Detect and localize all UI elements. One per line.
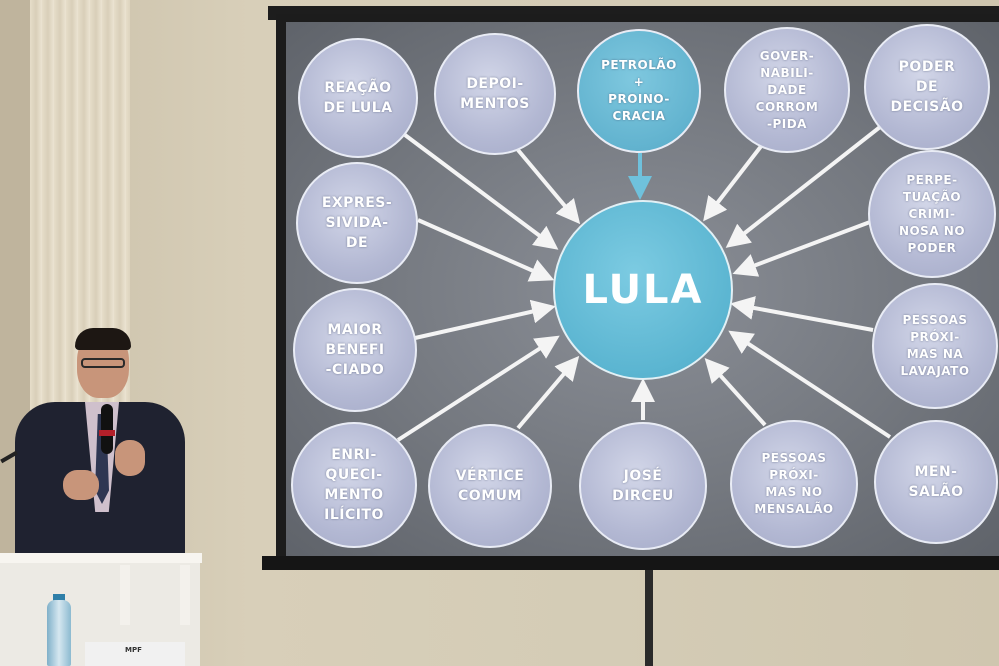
nameplate-label: MPF [125,646,142,654]
node-maior: MAIOR BENEFI -CIADO [293,288,417,412]
podium-leg [120,565,130,625]
node-label: PETROLÃO + PROINO- CRACIA [601,58,677,123]
screen-stand [645,570,653,666]
node-label: VÉRTICE COMUM [455,468,525,504]
speaker [15,328,190,570]
node-mensalao: MEN- SALÃO [874,420,998,544]
projector-screen-bottom-bar [262,556,999,570]
node-pessoas-lavajato: PESSOAS PRÓXI- MAS NA LAVAJATO [872,283,998,409]
node-label: GOVER- NABILI- DADE CORROM -PIDA [755,48,819,131]
node-label: ENRI- QUECI- MENTO ILÍCITO [324,447,384,523]
arrow-perpetuacao [732,220,871,277]
nameplate: MPF [85,642,185,666]
node-pessoas-mensalao: PESSOAS PRÓXI- MAS NO MENSALÃO [730,420,858,548]
node-label: PESSOAS PRÓXI- MAS NA LAVAJATO [900,313,970,378]
arrow-pessoas-lavajato [730,296,874,332]
arrow-enriquecimento [396,335,560,442]
center-label: LULA [582,267,704,313]
speaker-glasses [81,358,125,368]
node-perpetuacao: PERPE- TUAÇÃO CRIMI- NOSA NO PODER [868,150,996,278]
water-bottle [47,600,71,666]
arrow-expressividade [417,218,555,282]
node-depoimentos: DEPOI- MENTOS [434,33,556,155]
node-label: MEN- SALÃO [908,464,964,500]
node-label: MAIOR BENEFI -CIADO [325,322,385,378]
podium-leg [180,565,190,625]
node-label: PERPE- TUAÇÃO CRIMI- NOSA NO PODER [898,172,966,255]
node-enriquecimento: ENRI- QUECI- MENTO ILÍCITO [291,422,417,548]
node-vertice: VÉRTICE COMUM [428,424,552,548]
node-reacao: REAÇÃO DE LULA [298,38,418,158]
speaker-hair [75,328,131,350]
node-label: PODER DE DECISÃO [890,59,964,115]
bottle-cap [53,594,65,604]
podium-top [0,553,202,563]
speaker-hand-left [63,470,99,500]
node-label: PESSOAS PRÓXI- MAS NO MENSALÃO [754,451,834,516]
arrow-maior [414,299,556,340]
node-label: DEPOI- MENTOS [460,76,530,112]
handheld-microphone [101,404,113,454]
node-poder: PODER DE DECISÃO [864,24,990,150]
arrow-pessoas-mensalao [704,358,767,427]
node-petrolao: PETROLÃO + PROINO- CRACIA [577,29,701,153]
arrow-governabilidade [703,143,764,222]
arrow-mensalao [728,330,892,439]
node-governabilidade: GOVER- NABILI- DADE CORROM -PIDA [724,27,850,153]
node-label: EXPRES- SIVIDA- DE [321,195,393,251]
arrow-reacao [403,133,559,250]
arrow-vertice [516,355,580,430]
node-label: REAÇÃO DE LULA [323,80,393,116]
speaker-hand-right [115,440,145,476]
node-jose: JOSÉ DIRCEU [579,422,707,550]
node-expressividade: EXPRES- SIVIDA- DE [296,162,418,284]
microphone-ring [99,430,115,436]
arrow-poder [725,125,882,248]
center-node-lula: LULA [553,200,733,380]
arrow-depoimentos [516,148,581,225]
node-label: JOSÉ DIRCEU [612,468,674,504]
